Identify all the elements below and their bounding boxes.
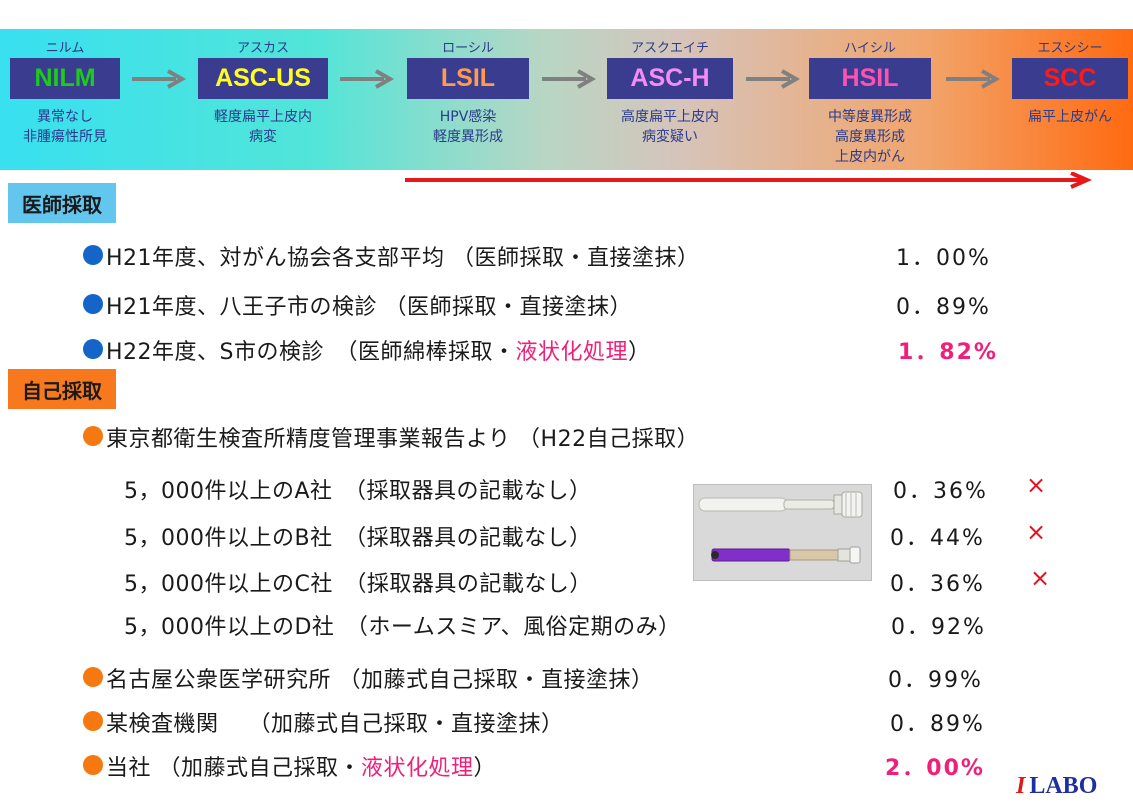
list-item: 某検査機関 （加藤式自己採取・直接塗抹） 0．89% — [0, 704, 1133, 737]
bullet-icon — [83, 755, 103, 775]
logo-mark: I — [1016, 773, 1026, 799]
section-label-self-sampling: 自己採取 — [8, 369, 116, 409]
list-item: 当社 （加藤式自己採取・液状化処理） 2．00% — [0, 748, 1133, 782]
arrow-right-icon — [946, 69, 1001, 89]
company-rate: 0．36% — [893, 479, 988, 504]
sampling-device-illustration — [694, 485, 871, 580]
bullet-icon — [83, 339, 103, 359]
stage-kana: ローシル — [442, 41, 494, 56]
stage-desc-line: 軽度異形成 — [433, 129, 503, 145]
list-item: H21年度、八王子市の検診 （医師採取・直接塗抹） 0．89% — [0, 287, 1133, 320]
cross-mark-icon: × — [1026, 518, 1047, 546]
stage-desc-line: 高度扁平上皮内 — [621, 109, 719, 125]
table-row: 5，000件以上のA社 （採取器具の記載なし） 0．36% × — [0, 471, 1133, 504]
stage-desc-line: 上皮内がん — [835, 149, 905, 165]
stage-desc-line: 中等度異形成 — [828, 109, 912, 125]
item-text: H22年度、S市の検診 （医師綿棒採取・液状化処理） — [106, 334, 651, 366]
stage-desc-line: 病変 — [249, 129, 277, 145]
logo-text: LABO — [1029, 773, 1098, 799]
bullet-icon — [83, 667, 103, 687]
stage-desc: 扁平上皮がん — [1000, 107, 1133, 127]
item-heading: 東京都衛生検査所精度管理事業報告より （H22自己採取） — [106, 427, 700, 452]
stage-desc-line: HPV感染 — [439, 109, 497, 125]
stage-kana: ニルム — [45, 41, 85, 56]
item-rate: 0．89% — [890, 712, 985, 737]
table-row: 5，000件以上のD社 （ホームスミア、風俗定期のみ） 0．92% — [0, 607, 1133, 640]
item-text-highlight: 液状化処理 — [361, 756, 474, 781]
stage-desc-line: 軽度扁平上皮内 — [214, 109, 312, 125]
company-text: 5，000件以上のA社 （採取器具の記載なし） — [124, 479, 592, 504]
stage-code-box: NILM — [10, 58, 120, 99]
arrow-right-icon — [746, 69, 801, 89]
section-label-doctor-sampling: 医師採取 — [8, 183, 116, 223]
item-text-highlight: 液状化処理 — [515, 340, 629, 365]
classification-band: ニルム NILM 異常なし 非腫瘍性所見 アスカス ASC-US 軽度扁平上皮内… — [0, 29, 1133, 170]
list-item: H21年度、対がん協会各支部平均 （医師採取・直接塗抹） 1．00% — [0, 238, 1133, 271]
list-item: H22年度、S市の検診 （医師綿棒採取・液状化処理） 1．82% — [0, 332, 1133, 366]
bullet-icon — [83, 245, 103, 265]
stage-desc: 軽度扁平上皮内 病変 — [193, 107, 333, 147]
stage-desc-line: 高度異形成 — [835, 129, 905, 145]
stage-desc-line: 非腫瘍性所見 — [23, 129, 107, 145]
stage-code-box: ASC-US — [198, 58, 328, 99]
stage-desc: HPV感染 軽度異形成 — [398, 107, 538, 147]
list-item: 東京都衛生検査所精度管理事業報告より （H22自己採取） — [0, 419, 1133, 452]
list-item: 名古屋公衆医学研究所 （加藤式自己採取・直接塗抹） 0．99% — [0, 660, 1133, 693]
item-rate-highlight: 2．00% — [885, 756, 985, 781]
arrow-right-icon — [542, 69, 597, 89]
bullet-icon — [83, 426, 103, 446]
company-rate: 0．92% — [891, 615, 986, 640]
item-rate: 0．99% — [888, 668, 983, 693]
item-text: 名古屋公衆医学研究所 （加藤式自己採取・直接塗抹） — [106, 668, 654, 693]
item-text: H21年度、八王子市の検診 （医師採取・直接塗抹） — [106, 295, 633, 320]
item-text: 当社 （加藤式自己採取・液状化処理） — [106, 750, 496, 782]
company-text: 5，000件以上のD社 （ホームスミア、風俗定期のみ） — [124, 615, 681, 640]
stage-kana: アスカス — [236, 41, 289, 56]
stage-desc-line: 病変疑い — [642, 129, 698, 145]
stage-kana: ハイシル — [844, 41, 896, 56]
table-row: 5，000件以上のC社 （採取器具の記載なし） 0．36% × — [0, 564, 1133, 597]
stage-code-box: SCC — [1012, 58, 1128, 99]
item-rate: 0．89% — [896, 295, 991, 320]
stage-kana: アスクエイチ — [630, 41, 709, 56]
company-text: 5，000件以上のC社 （採取器具の記載なし） — [124, 572, 592, 597]
stage-desc-line: 異常なし — [37, 109, 93, 125]
cross-mark-icon: × — [1026, 471, 1047, 499]
arrow-right-icon — [132, 69, 187, 89]
stage-code-box: ASC-H — [607, 58, 733, 99]
stage-code-box: HSIL — [809, 58, 931, 99]
table-row: 5，000件以上のB社 （採取器具の記載なし） 0．44% × — [0, 518, 1133, 551]
stage-desc-line: 扁平上皮がん — [1028, 109, 1112, 125]
bullet-icon — [83, 294, 103, 314]
item-rate: 1．00% — [896, 246, 991, 271]
bullet-icon — [83, 711, 103, 731]
item-text-main: 当社 （加藤式自己採取・ — [106, 756, 361, 781]
stage-desc: 異常なし 非腫瘍性所見 — [0, 107, 135, 147]
cross-mark-icon: × — [1030, 564, 1051, 592]
item-text: 某検査機関 （加藤式自己採取・直接塗抹） — [106, 712, 564, 737]
arrow-right-icon — [340, 69, 395, 89]
item-text: H21年度、対がん協会各支部平均 （医師採取・直接塗抹） — [106, 246, 700, 271]
stage-code-box: LSIL — [407, 58, 529, 99]
company-rate: 0．44% — [890, 526, 985, 551]
stage-kana: エスシシー — [1037, 41, 1103, 56]
item-text-tail: ） — [628, 340, 651, 365]
sampling-device-photo — [693, 484, 872, 581]
stage-desc: 高度扁平上皮内 病変疑い — [600, 107, 740, 147]
item-rate-highlight: 1．82% — [898, 340, 998, 365]
progression-arrow-icon — [405, 172, 1092, 189]
item-text-tail: ） — [473, 756, 497, 781]
stage-desc: 中等度異形成 高度異形成 上皮内がん — [800, 107, 940, 167]
company-text: 5，000件以上のB社 （採取器具の記載なし） — [124, 526, 592, 551]
company-rate: 0．36% — [890, 572, 985, 597]
item-text-main: H22年度、S市の検診 （医師綿棒採取・ — [106, 340, 516, 365]
